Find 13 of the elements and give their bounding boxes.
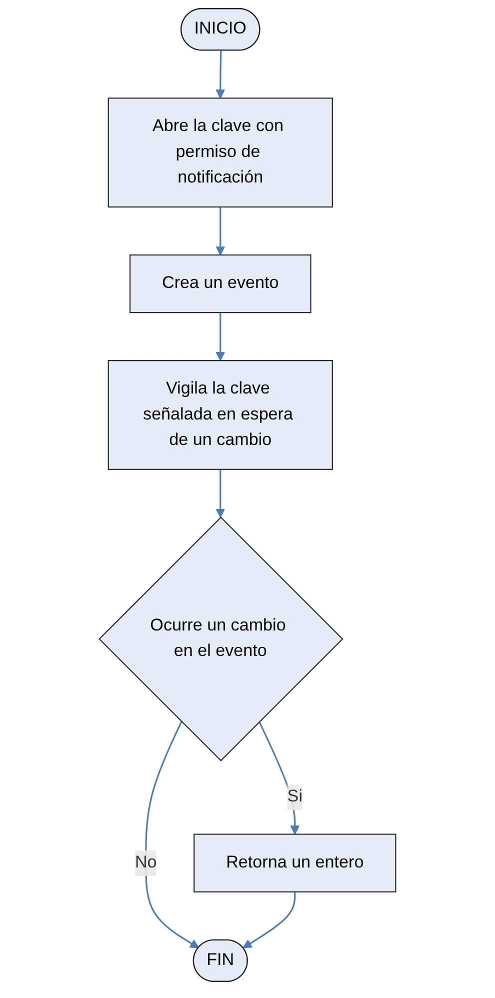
node-box [108, 98, 333, 208]
node-box [129, 254, 312, 314]
edge-label: Si [287, 788, 302, 806]
node-box [108, 360, 333, 470]
node-diamond [98, 516, 344, 762]
arrow [216, 312, 226, 361]
arrow [216, 206, 226, 256]
arrow [216, 50, 226, 99]
arrow [242, 892, 296, 948]
arrow [216, 469, 226, 518]
node-box [194, 834, 396, 892]
edge-label: No [134, 853, 157, 872]
arrow [145, 721, 200, 948]
